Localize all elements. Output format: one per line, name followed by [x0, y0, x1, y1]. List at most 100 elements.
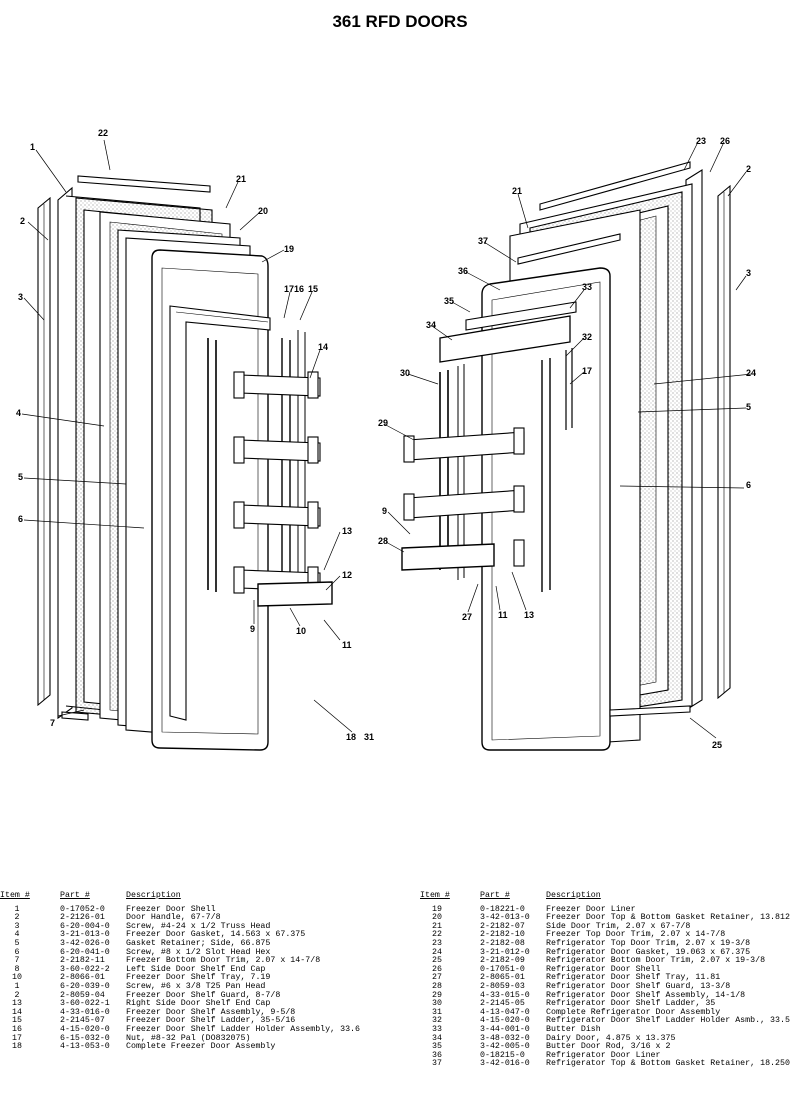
- item-number: 21: [432, 921, 442, 931]
- item-number: 25: [432, 956, 442, 966]
- item-number: 5: [14, 938, 20, 948]
- item-number: 20: [432, 913, 442, 923]
- item-number: 29: [432, 990, 442, 1000]
- callout-label: 22: [98, 128, 108, 138]
- callout-label: 3: [746, 268, 751, 278]
- item-number: 18: [12, 1042, 22, 1052]
- item-number: 2: [14, 990, 20, 1000]
- callout-label: 26: [720, 136, 730, 146]
- part-number: 3-21-013-0: [60, 930, 110, 940]
- callout-label: 5: [18, 472, 23, 482]
- callout-label: 29: [378, 418, 388, 428]
- part-description: Freezer Door Liner: [546, 904, 636, 914]
- callout-label: 17: [582, 366, 592, 376]
- part-number: 3-21-012-0: [480, 947, 530, 957]
- part-number: 6-20-041-0: [60, 947, 110, 957]
- callout-label: 31: [364, 732, 374, 742]
- refrigerator-door-shelves: [403, 427, 525, 567]
- freezer-door-group: [37, 175, 333, 751]
- callout-label: 30: [400, 368, 410, 378]
- page-title: 361 RFD DOORS: [332, 12, 468, 31]
- callout-label: 6: [18, 514, 23, 524]
- item-number: 34: [432, 1033, 442, 1043]
- part-number: 0-18221-0: [480, 904, 525, 914]
- part-description: Screw, #4-24 x 1/2 Truss Head: [126, 921, 271, 931]
- part-description: Freezer Door Shelf Assembly, 9-5/8: [126, 1007, 296, 1017]
- callout-label: 6: [746, 480, 751, 490]
- callout-label: 14: [318, 342, 328, 352]
- item-number: 1: [14, 981, 20, 991]
- part-description: Butter Door Rod, 3/16 x 2: [546, 1042, 671, 1052]
- item-number: 4: [14, 930, 20, 940]
- part-number: 6-15-032-0: [60, 1033, 110, 1043]
- part-description: Screw, #8 x 1/2 Slot Head Hex: [126, 947, 271, 957]
- refrigerator-door-liner: [481, 267, 611, 751]
- part-description: Freezer Top Door Trim, 2.07 x 14-7/8: [546, 930, 726, 940]
- part-description: Right Side Door Shelf End Cap: [126, 999, 271, 1009]
- callout-label: 34: [426, 320, 436, 330]
- part-description: Freezer Door Shelf Ladder Holder Assembl…: [126, 1024, 361, 1034]
- callout-label: 9: [382, 506, 387, 516]
- part-description: Freezer Door Shelf Ladder, 35-5/16: [126, 1016, 296, 1026]
- item-number: 33: [432, 1024, 442, 1034]
- callout-label: 27: [462, 612, 472, 622]
- part-description: Refrigerator Door Liner: [546, 1050, 661, 1060]
- part-number: 3-44-001-0: [480, 1024, 530, 1034]
- callout-label: 10: [296, 626, 306, 636]
- column-header-part: Part #: [480, 891, 510, 900]
- callout-label: 11: [498, 610, 508, 620]
- callout-label: 20: [258, 206, 268, 216]
- item-number: 31: [432, 1007, 442, 1017]
- item-number: 6: [14, 947, 20, 957]
- refrigerator-top-trim: [539, 161, 691, 211]
- item-number: 10: [12, 973, 22, 983]
- part-number: 0-17052-0: [60, 904, 105, 914]
- item-number: 23: [432, 938, 442, 948]
- part-description: Refrigerator Door Shelf Tray, 11.81: [546, 973, 721, 983]
- part-number: 6-20-039-0: [60, 981, 110, 991]
- callout-label: 2: [20, 216, 25, 226]
- column-header-item: Item #: [420, 891, 450, 900]
- callout-label: 19: [284, 244, 294, 254]
- callout-label: 13: [524, 610, 534, 620]
- item-number: 13: [12, 999, 22, 1009]
- callout-label: 17: [284, 284, 294, 294]
- part-number: 3-60-022-2: [60, 964, 110, 974]
- part-number: 3-42-005-0: [480, 1042, 530, 1052]
- part-description: Refrigerator Top Door Trim, 2.07 x 19-3/…: [546, 938, 751, 948]
- part-description: Freezer Door Shelf Guard, 8-7/8: [126, 990, 281, 1000]
- column-header-part: Part #: [60, 891, 90, 900]
- part-number: 2-2145-07: [60, 1016, 105, 1026]
- item-number: 32: [432, 1016, 442, 1026]
- callout-label: 9: [250, 624, 255, 634]
- part-description: Refrigerator Door Shell: [546, 964, 661, 974]
- item-number: 1: [14, 904, 20, 914]
- leader-lines: [21, 139, 753, 739]
- refrigerator-handle: [717, 184, 731, 700]
- part-description: Freezer Door Shelf Tray, 7.19: [126, 973, 271, 983]
- callout-label: 4: [16, 408, 21, 418]
- part-number: 2-8065-01: [480, 973, 525, 983]
- column-header-description: Description: [126, 891, 181, 900]
- part-number: 4-15-020-0: [60, 1024, 110, 1034]
- part-number: 2-2182-10: [480, 930, 525, 940]
- part-description: Nut, #8-32 Pal (DO832075): [126, 1033, 251, 1043]
- part-number: 2-8059-04: [60, 990, 105, 1000]
- part-number: 2-2182-11: [60, 956, 105, 966]
